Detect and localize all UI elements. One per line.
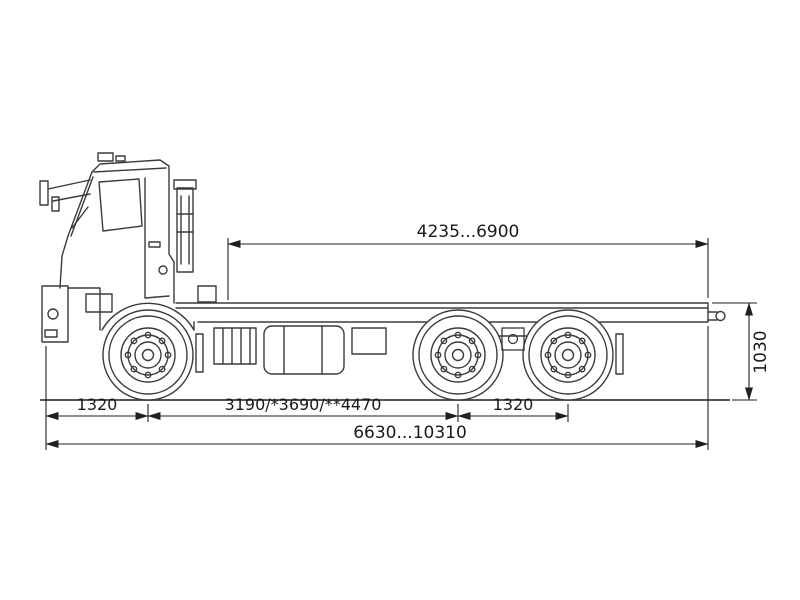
fog-light	[44, 329, 58, 338]
wheels	[102, 309, 614, 401]
equipment-box	[351, 327, 387, 355]
behind-cab-unit	[197, 285, 217, 303]
side-window	[98, 178, 143, 232]
chassis-frame	[175, 302, 726, 323]
rear-wheel-2	[522, 309, 614, 401]
mud-flaps	[195, 333, 624, 375]
mirror-arms	[47, 179, 91, 202]
front-bumper	[41, 285, 69, 343]
dimension-labels: 4235...6900 1030 1320 3190/*3690/**4470 …	[77, 222, 771, 443]
fuel-tank	[263, 325, 345, 375]
dim-label-front-overhang: 1320	[77, 395, 118, 414]
front-wheel	[102, 309, 194, 401]
roof-marker	[97, 152, 114, 162]
bogie-equalizer	[501, 327, 525, 351]
cab	[39, 152, 195, 343]
dim-label-top-span: 4235...6900	[417, 222, 520, 242]
mirror-wide	[51, 196, 60, 212]
tow-hitch-eye	[715, 310, 726, 322]
dimension-annotations	[45, 238, 757, 450]
dim-label-overall-length: 6630...10310	[353, 423, 467, 443]
door-handle	[148, 241, 161, 248]
front-wheel-arch	[101, 302, 195, 331]
door-seam	[144, 177, 170, 299]
mirror-main	[39, 180, 49, 206]
filler-cap	[158, 265, 168, 275]
wiper	[71, 206, 89, 229]
dim-label-wheelbase: 3190/*3690/**4470	[225, 395, 382, 414]
rear-wheel-1	[412, 309, 504, 401]
dim-label-bogie-spacing: 1320	[493, 395, 534, 414]
extension-lines-top	[227, 238, 709, 300]
roof-marker-small	[115, 155, 126, 162]
air-intake-stack	[173, 179, 197, 273]
cab-step	[85, 293, 113, 313]
battery-box	[213, 327, 257, 365]
headlight	[47, 308, 59, 320]
windshield-edge	[70, 176, 94, 237]
dim-label-frame-height: 1030	[751, 330, 771, 373]
